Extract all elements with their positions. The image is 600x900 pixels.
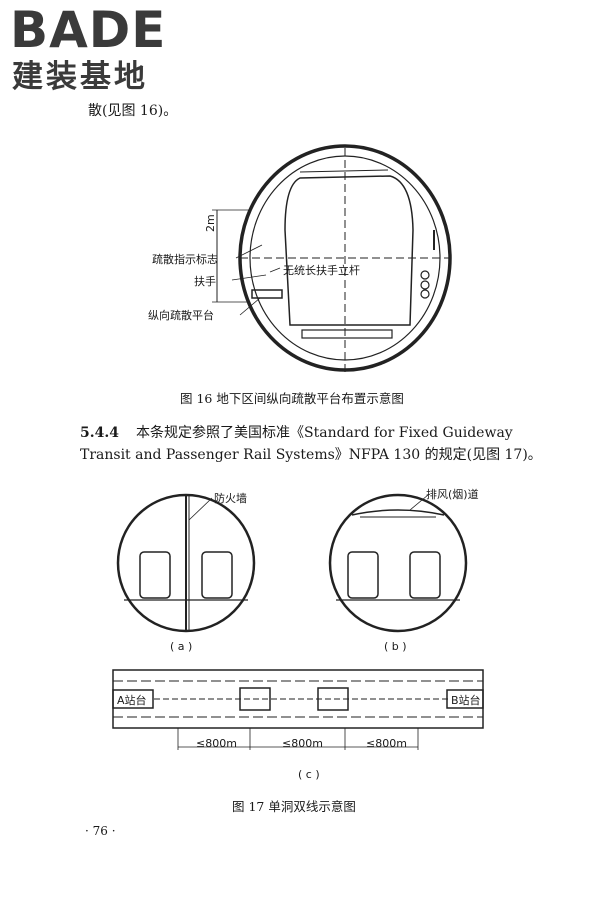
- train-b-right: [409, 551, 441, 599]
- figure17-caption: 图 17 单洞双线示意图: [232, 799, 356, 814]
- train-a-left: [139, 551, 171, 599]
- label-station-b: B站台: [451, 694, 481, 707]
- page-number: · 76 ·: [85, 824, 116, 838]
- station-a-box: [112, 689, 154, 709]
- distance-2: ≤800m: [282, 737, 323, 750]
- tunnel-b-circle: [328, 493, 468, 633]
- subfigure-c: ( c ): [298, 768, 320, 781]
- evacuation-platform: [251, 289, 283, 299]
- track-bed: [301, 329, 393, 339]
- label-platform: 纵向疏散平台: [148, 309, 214, 322]
- paragraph-line-1: 本条规定参照了美国标准《Standard for Fixed Guideway: [136, 425, 513, 441]
- label-fire-wall: 防火墙: [214, 492, 247, 505]
- logo-subtitle: 建装基地: [12, 59, 148, 95]
- label-pole: 无统长扶手立杆: [283, 264, 360, 277]
- train-b-left: [347, 551, 379, 599]
- train-outline: [284, 175, 414, 326]
- exhaust-duct: [351, 509, 445, 516]
- distance-1: ≤800m: [196, 737, 237, 750]
- train-a-right: [201, 551, 233, 599]
- subfigure-b: ( b ): [384, 640, 407, 653]
- section-number: 5.4.4: [80, 425, 119, 441]
- distance-3: ≤800m: [366, 737, 407, 750]
- figure16-tunnel-diagram: [212, 144, 452, 372]
- paragraph-line-2: Transit and Passenger Rail Systems》NFPA …: [80, 447, 542, 463]
- logo-brand: BADE: [10, 1, 167, 59]
- label-handrail: 扶手: [194, 275, 216, 288]
- station-b-box: [446, 689, 484, 709]
- cross-passage-1: [239, 687, 271, 711]
- subfigure-a: ( a ): [170, 640, 193, 653]
- label-exhaust-duct: 排风(烟)道: [426, 488, 479, 501]
- figure17-ab-diagram: [116, 493, 468, 633]
- label-station-a: A站台: [117, 694, 147, 707]
- figure16-caption: 图 16 地下区间纵向疏散平台布置示意图: [180, 391, 404, 406]
- label-evac-sign: 疏散指示标志: [152, 253, 218, 266]
- bade-logo: BADE 建装基地: [10, 4, 175, 96]
- text-line-top: 散(见图 16)。: [88, 103, 178, 119]
- cross-passage-2: [317, 687, 349, 711]
- figure17-c-diagram: [112, 669, 484, 750]
